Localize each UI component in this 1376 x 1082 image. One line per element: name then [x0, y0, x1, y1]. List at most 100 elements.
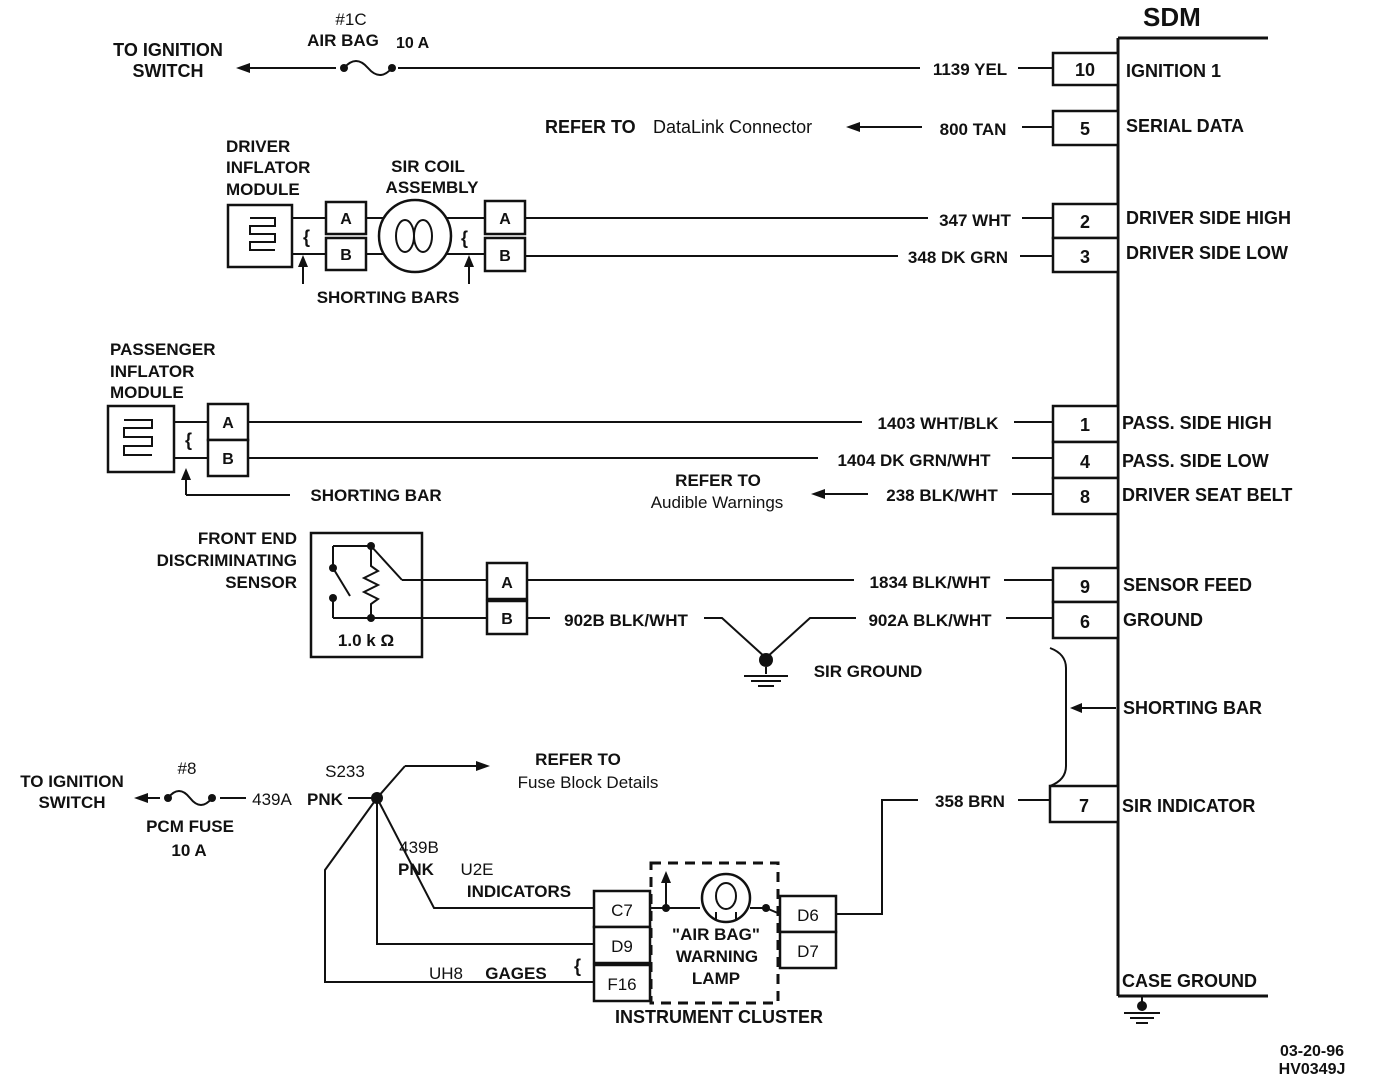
sdm-pin-10[interactable]: 10 — [1051, 51, 1120, 87]
audible-warnings-label: Audible Warnings — [651, 493, 784, 512]
coil-connector-b-left[interactable]: B — [324, 236, 368, 272]
svg-text:ASSEMBLY: ASSEMBLY — [386, 178, 480, 197]
wire-358-label: 358 BRN — [935, 792, 1005, 811]
svg-text:MODULE: MODULE — [110, 383, 184, 402]
sdm-pin-2[interactable]: 2 — [1051, 202, 1120, 240]
pass-connector-a[interactable]: A — [206, 402, 250, 442]
sdm-label-case-ground: CASE GROUND — [1122, 971, 1257, 991]
svg-text:U2E: U2E — [460, 860, 493, 879]
fuse-block-details-label: Fuse Block Details — [518, 773, 659, 792]
wire-1404-label: 1404 DK GRN/WHT — [837, 451, 991, 470]
sensor-resistance-label: 1.0 k Ω — [338, 631, 394, 650]
ignition-switch-label-2: SWITCH — [133, 61, 204, 81]
sdm-title: SDM — [1143, 2, 1201, 32]
driver-inflator-module[interactable] — [226, 203, 294, 269]
sdm-label-driver-low: DRIVER SIDE LOW — [1126, 243, 1288, 263]
fuse-1c-id: #1C — [335, 10, 366, 29]
sdm-label-pass-low: PASS. SIDE LOW — [1122, 451, 1269, 471]
svg-text:B: B — [501, 611, 513, 628]
sdm-label-shorting-bar: SHORTING BAR — [1123, 698, 1262, 718]
cluster-pin-d6[interactable]: D6 — [778, 894, 838, 934]
airbag-warning-lamp[interactable] — [649, 861, 780, 1005]
wire-800-label: 800 TAN — [940, 120, 1007, 139]
sdm-pin-5[interactable]: 5 — [1051, 109, 1120, 147]
sdm-label-seat-belt: DRIVER SEAT BELT — [1122, 485, 1292, 505]
coil-connector-a-right[interactable]: A — [483, 199, 527, 236]
cluster-pin-d7[interactable]: D7 — [778, 930, 838, 970]
fuse-icon — [160, 790, 220, 806]
front-end-sensor[interactable] — [309, 531, 424, 659]
diagram-code: HV0349J — [1279, 1061, 1346, 1078]
serial-data-circuit: REFER TO DataLink Connector 800 TAN — [545, 117, 1053, 139]
passenger-inflator-module[interactable] — [106, 404, 176, 474]
sir-ground-label: SIR GROUND — [814, 662, 923, 681]
arrow-up-icon — [661, 871, 671, 883]
svg-text:PASSENGER: PASSENGER — [110, 340, 216, 359]
sdm-pin-6[interactable]: 6 — [1051, 600, 1120, 640]
svg-text:SWITCH: SWITCH — [38, 793, 105, 812]
svg-text:{: { — [303, 227, 310, 247]
coil-connector-a-left[interactable]: A — [324, 200, 368, 236]
wire-1139-label: 1139 YEL — [933, 60, 1007, 79]
indicator-circuit: TO IGNITION SWITCH #8 PCM FUSE 10 A 439A… — [20, 750, 1050, 1027]
cluster-pin-f16[interactable]: F16 — [592, 963, 652, 1003]
svg-text:INDICATORS: INDICATORS — [467, 882, 571, 901]
sdm-pin-7[interactable]: 7 — [1048, 784, 1120, 824]
wire-902b-label: 902B BLK/WHT — [564, 611, 688, 630]
svg-text:3: 3 — [1080, 247, 1090, 267]
sensor-connector-a[interactable]: A — [485, 561, 529, 601]
sdm-pin-1[interactable]: 1 — [1051, 404, 1120, 444]
wire-902b — [704, 617, 767, 659]
svg-text:7: 7 — [1079, 796, 1089, 816]
shorting-bars-label: SHORTING BARS — [317, 288, 460, 307]
svg-text:439B: 439B — [399, 838, 439, 857]
wire-439a-label: 439A — [252, 790, 292, 809]
svg-text:FRONT END: FRONT END — [198, 529, 297, 548]
wire-439b-d9 — [376, 798, 594, 945]
sdm-pin-9[interactable]: 9 — [1051, 566, 1120, 604]
sdm-pin-8[interactable]: 8 — [1051, 476, 1120, 516]
svg-text:DRIVER: DRIVER — [226, 137, 290, 156]
svg-text:REFER TO: REFER TO — [675, 471, 761, 490]
wire-1834-label: 1834 BLK/WHT — [870, 573, 992, 592]
svg-text:TO IGNITION: TO IGNITION — [20, 772, 124, 791]
wire-439b-uh8 — [324, 797, 594, 983]
sensor-connector-b[interactable]: B — [485, 599, 529, 636]
refer-to-label: REFER TO — [545, 117, 636, 137]
arrow-left-icon — [134, 793, 148, 803]
svg-text:PNK: PNK — [398, 860, 435, 879]
sdm-pin-4[interactable]: 4 — [1051, 440, 1120, 480]
svg-text:A: A — [222, 415, 234, 432]
svg-text:REFER TO: REFER TO — [535, 750, 621, 769]
svg-text:10 A: 10 A — [171, 841, 206, 860]
sir-ground-icon — [744, 653, 788, 687]
arrow-left-icon — [846, 122, 860, 132]
svg-text:D7: D7 — [797, 942, 819, 961]
passenger-inflator-circuit: PASSENGER INFLATOR MODULE { A B 1403 WHT… — [106, 340, 1053, 512]
pass-shorting-bar-label: SHORTING BAR — [310, 486, 441, 505]
wire-439a-color: PNK — [307, 790, 344, 809]
svg-text:LAMP: LAMP — [692, 969, 740, 988]
arrow-up-icon — [298, 255, 308, 267]
sdm-pin-3[interactable]: 3 — [1051, 236, 1120, 274]
arrow-up-icon — [181, 468, 191, 480]
pass-connector-b[interactable]: B — [206, 438, 250, 478]
svg-text:INFLATOR: INFLATOR — [110, 362, 194, 381]
driver-inflator-circuit: DRIVER INFLATOR MODULE { A B SIR COIL AS… — [226, 137, 1053, 307]
svg-text:A: A — [340, 211, 352, 228]
svg-text:2: 2 — [1080, 212, 1090, 232]
svg-text:4: 4 — [1080, 452, 1090, 472]
svg-text:A: A — [501, 575, 513, 592]
svg-text:{: { — [461, 228, 468, 248]
svg-text:5: 5 — [1080, 119, 1090, 139]
svg-text:"AIR BAG": "AIR BAG" — [672, 925, 760, 944]
warning-lamp-icon — [700, 872, 752, 924]
sensor-switch-icon — [329, 542, 422, 622]
coil-connector-b-right[interactable]: B — [483, 236, 527, 273]
svg-text:#8: #8 — [178, 759, 197, 778]
inflator-coil-icon — [249, 217, 276, 251]
cluster-pin-c7[interactable]: C7 — [592, 889, 652, 929]
svg-text:10: 10 — [1075, 60, 1095, 80]
cluster-pin-d9[interactable]: D9 — [592, 925, 652, 965]
